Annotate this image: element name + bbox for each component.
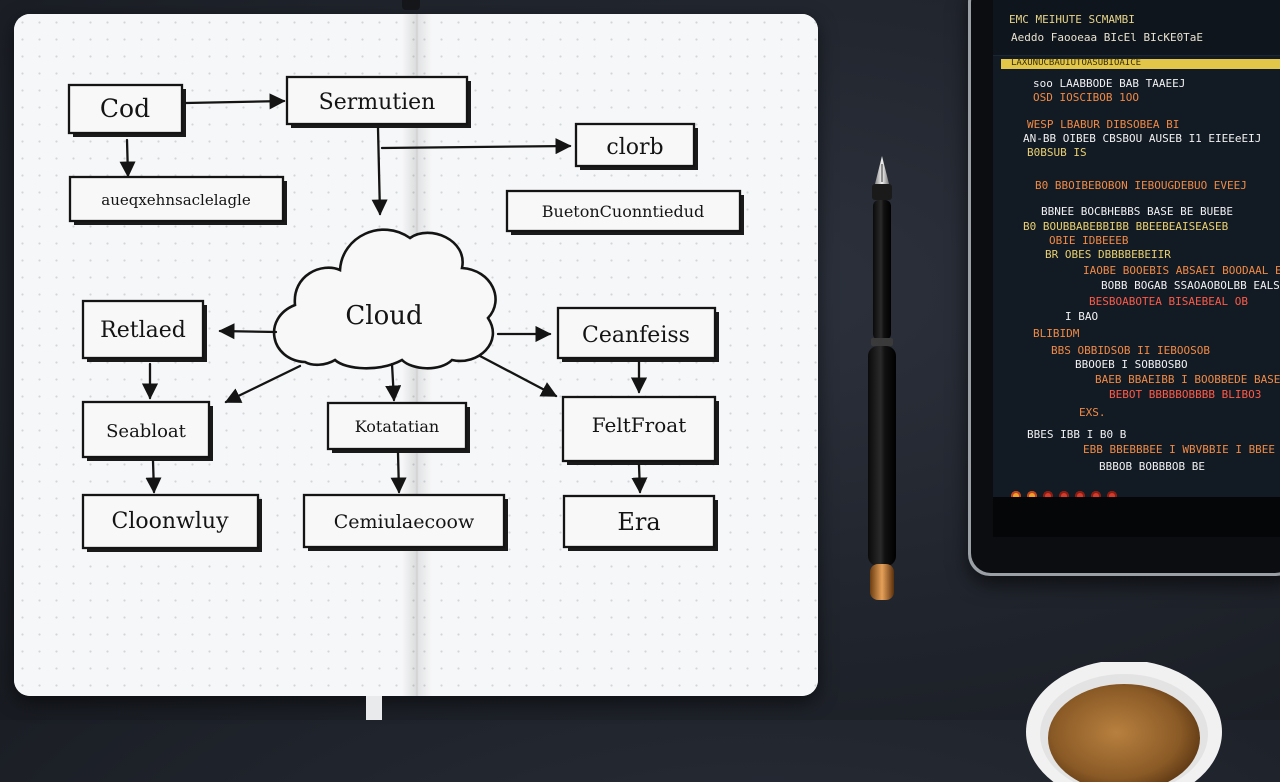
code-line: BR OBES DBBBBEBEIIR: [1045, 248, 1171, 262]
node-label-sermutien: Sermutien: [319, 90, 436, 115]
node-box-burton: [505, 189, 744, 235]
code-line: BBBOB BOBBBOB BE: [1099, 460, 1205, 474]
node-box-kotatatian: [326, 401, 470, 453]
bookmark-tab: [402, 0, 420, 10]
status-dot: [1027, 491, 1037, 497]
node-box-cod: [67, 83, 186, 137]
code-line: BOBB BOGAB SSAOAOBOLBB EALSASBE I EIEE: [1101, 279, 1280, 293]
arrow-cloud-kotatatian: [385, 362, 402, 402]
node-label-kotatatian: Kotatatian: [355, 417, 439, 436]
code-line: BESBOABOTEA BISAEBEAL OB: [1089, 294, 1248, 308]
hand-drawn-flowchart: Cod Sermutien clorb aueqxehnsaclelagle B…: [67, 75, 744, 552]
node-label-seabloat: Seabloat: [106, 421, 187, 442]
node-label-clorb: clorb: [606, 135, 663, 160]
code-line: IAOBE BOOEBIS ABSAEI BOODAAL EIB: [1083, 263, 1280, 277]
code-line: BBES IBB I B0 B: [1027, 427, 1127, 441]
node-label-cod: Cod: [100, 94, 150, 123]
editor-highlight-bar: LAXUNUCBAUIUTOASUBIOAICE: [1001, 58, 1280, 69]
code-line: AN-BB OIBEB CBSBOU AUSEB I1 EIEEeEIJ: [1023, 132, 1262, 146]
coffee-cup: [1026, 662, 1222, 782]
node-box-era: [562, 494, 718, 551]
code-line: EBB BBEBBBEE I WBVBBIE I BBEE: [1083, 443, 1276, 457]
node-label-cloud: Cloud: [345, 301, 422, 331]
editor-highlight-label: LAXUNUCBAUIUTOASUBIOAICE: [1011, 58, 1142, 68]
arrow-sermutien-cloud: [371, 126, 388, 216]
status-dot: [1091, 491, 1101, 497]
code-line: BBOOEB I SOBBOSBO: [1075, 358, 1188, 372]
code-line: OBIE IDBEEEB: [1049, 234, 1129, 248]
code-line: BAEB BBAEIBB I BOOBBEDE BASE: [1095, 372, 1280, 386]
node-label-burton: BuetonCuonntiedud: [542, 202, 705, 221]
editor-titlebar: EMC MEIHUTE SCMAMBI Aeddo Faooeaa BIcEl …: [993, 0, 1280, 56]
bookmark-ribbon: [366, 696, 382, 720]
code-line: BBNEE BOCBHEBBS BASE BE BUEBE: [1041, 204, 1234, 218]
editor-status-dots: [1011, 491, 1117, 497]
code-line: B0BSUB IS: [1027, 146, 1087, 160]
status-dot: [1075, 491, 1085, 497]
node-box-feltfroat: [561, 395, 719, 465]
arrow-sermutien-clorb: [380, 138, 572, 155]
node-label-ceanfeiss: Ceanfeiss: [582, 323, 690, 348]
node-box-sermutien: [285, 75, 471, 128]
arrow-cod-sermutien: [184, 93, 286, 110]
code-line: I BAO: [1065, 310, 1099, 324]
node-label-cemiulaecoow: Cemiulaecoow: [334, 511, 475, 533]
tablet: EMC MEIHUTE SCMAMBI Aeddo Faooeaa BIcEl …: [968, 0, 1280, 576]
status-dot: [1043, 491, 1053, 497]
status-dot: [1059, 491, 1069, 497]
tablet-bezel: EMC MEIHUTE SCMAMBI Aeddo Faooeaa BIcEl …: [971, 0, 1280, 573]
fountain-pen: [868, 156, 896, 600]
cloud-shape: [272, 228, 497, 370]
code-line: WESP LBABUR DIBSOBEA BI: [1027, 118, 1180, 132]
status-dot: [1011, 491, 1021, 497]
node-box-wide-left: [68, 175, 287, 225]
arrow-cloud-retlaed: [218, 323, 278, 340]
node-box-clorb: [574, 122, 698, 170]
code-line: OSD IOSCIBOB 1OO: [1033, 91, 1139, 105]
code-editor-screen: EMC MEIHUTE SCMAMBI Aeddo Faooeaa BIcEl …: [993, 0, 1280, 497]
code-line: BLIBIDM: [1033, 327, 1080, 341]
node-box-retlaed: [81, 299, 207, 362]
code-line: B0 BOUBBABEBBIBB BBEEBEAISEASEB: [1023, 220, 1229, 234]
node-label-wide-left: aueqxehnsaclelagle: [101, 191, 251, 209]
code-line: BEBOT BBBBBOBBBB BLIBO3: [1109, 388, 1262, 402]
node-label-retlaed: Retlaed: [100, 318, 186, 343]
code-line: BBS OBBIDSOB II IEBOOSOB: [1051, 344, 1210, 358]
editor-title-line-2: Aeddo Faooeaa BIcEl BIcKE0TaE: [1011, 31, 1204, 44]
editor-title-line-1: EMC MEIHUTE SCMAMBI: [1009, 13, 1135, 26]
arrow-cod-down: [119, 138, 136, 178]
node-label-feltfroat: FeltFroat: [592, 413, 687, 437]
code-line: soo LAABBODE BAB TAAEEJ: [1033, 77, 1186, 90]
node-label-cloonwluy: Cloonwluy: [112, 509, 230, 534]
arrow-feltfroat-era: [631, 463, 648, 494]
code-line: B0 BBOIBEBOBON IEBOUGDEBUO EVEEJ: [1035, 179, 1247, 193]
code-line: EXS.: [1079, 406, 1106, 420]
node-box-seabloat: [81, 400, 213, 461]
arrow-kotatatian-cemiulaecoow: [390, 451, 407, 494]
node-box-cloonwluy: [81, 493, 262, 552]
node-box-cemiulaecoow: [302, 493, 508, 551]
node-box-ceanfeiss: [556, 306, 719, 362]
arrow-cloud-seabloat: [224, 364, 302, 404]
node-label-era: Era: [617, 508, 660, 536]
arrow-seabloat-cloonwluy: [145, 459, 162, 494]
tablet-screen-lower: [993, 497, 1280, 537]
arrow-cloud-feltfroat: [478, 354, 558, 398]
status-dot: [1107, 491, 1117, 497]
